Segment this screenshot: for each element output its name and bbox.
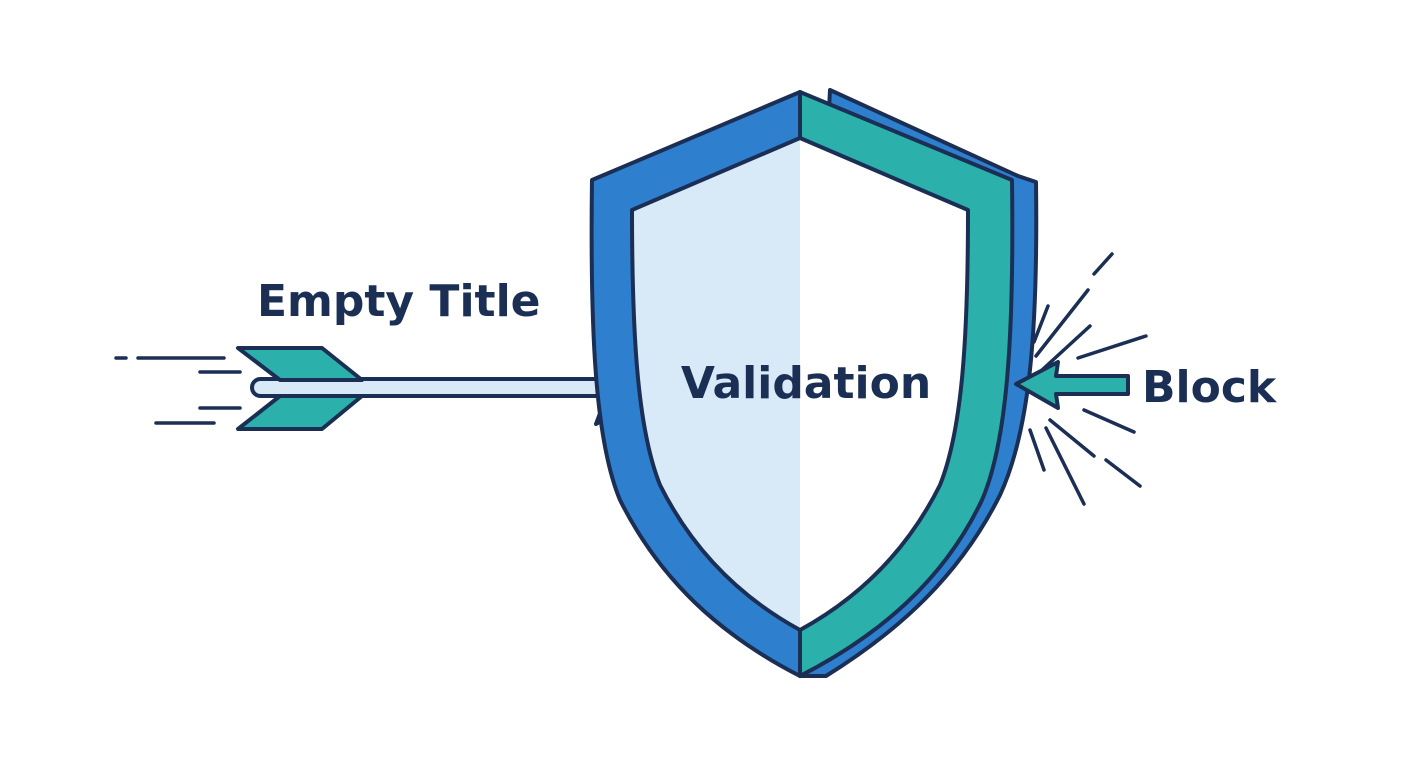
shield-icon: [589, 88, 1039, 678]
shield-label: Validation: [681, 358, 931, 409]
impact-burst-icon: [1028, 252, 1148, 506]
arrow-left-icon: [1014, 360, 1130, 410]
result-label: Block: [1142, 362, 1278, 413]
speed-lines: [114, 356, 242, 425]
input-label: Empty Title: [257, 276, 541, 327]
